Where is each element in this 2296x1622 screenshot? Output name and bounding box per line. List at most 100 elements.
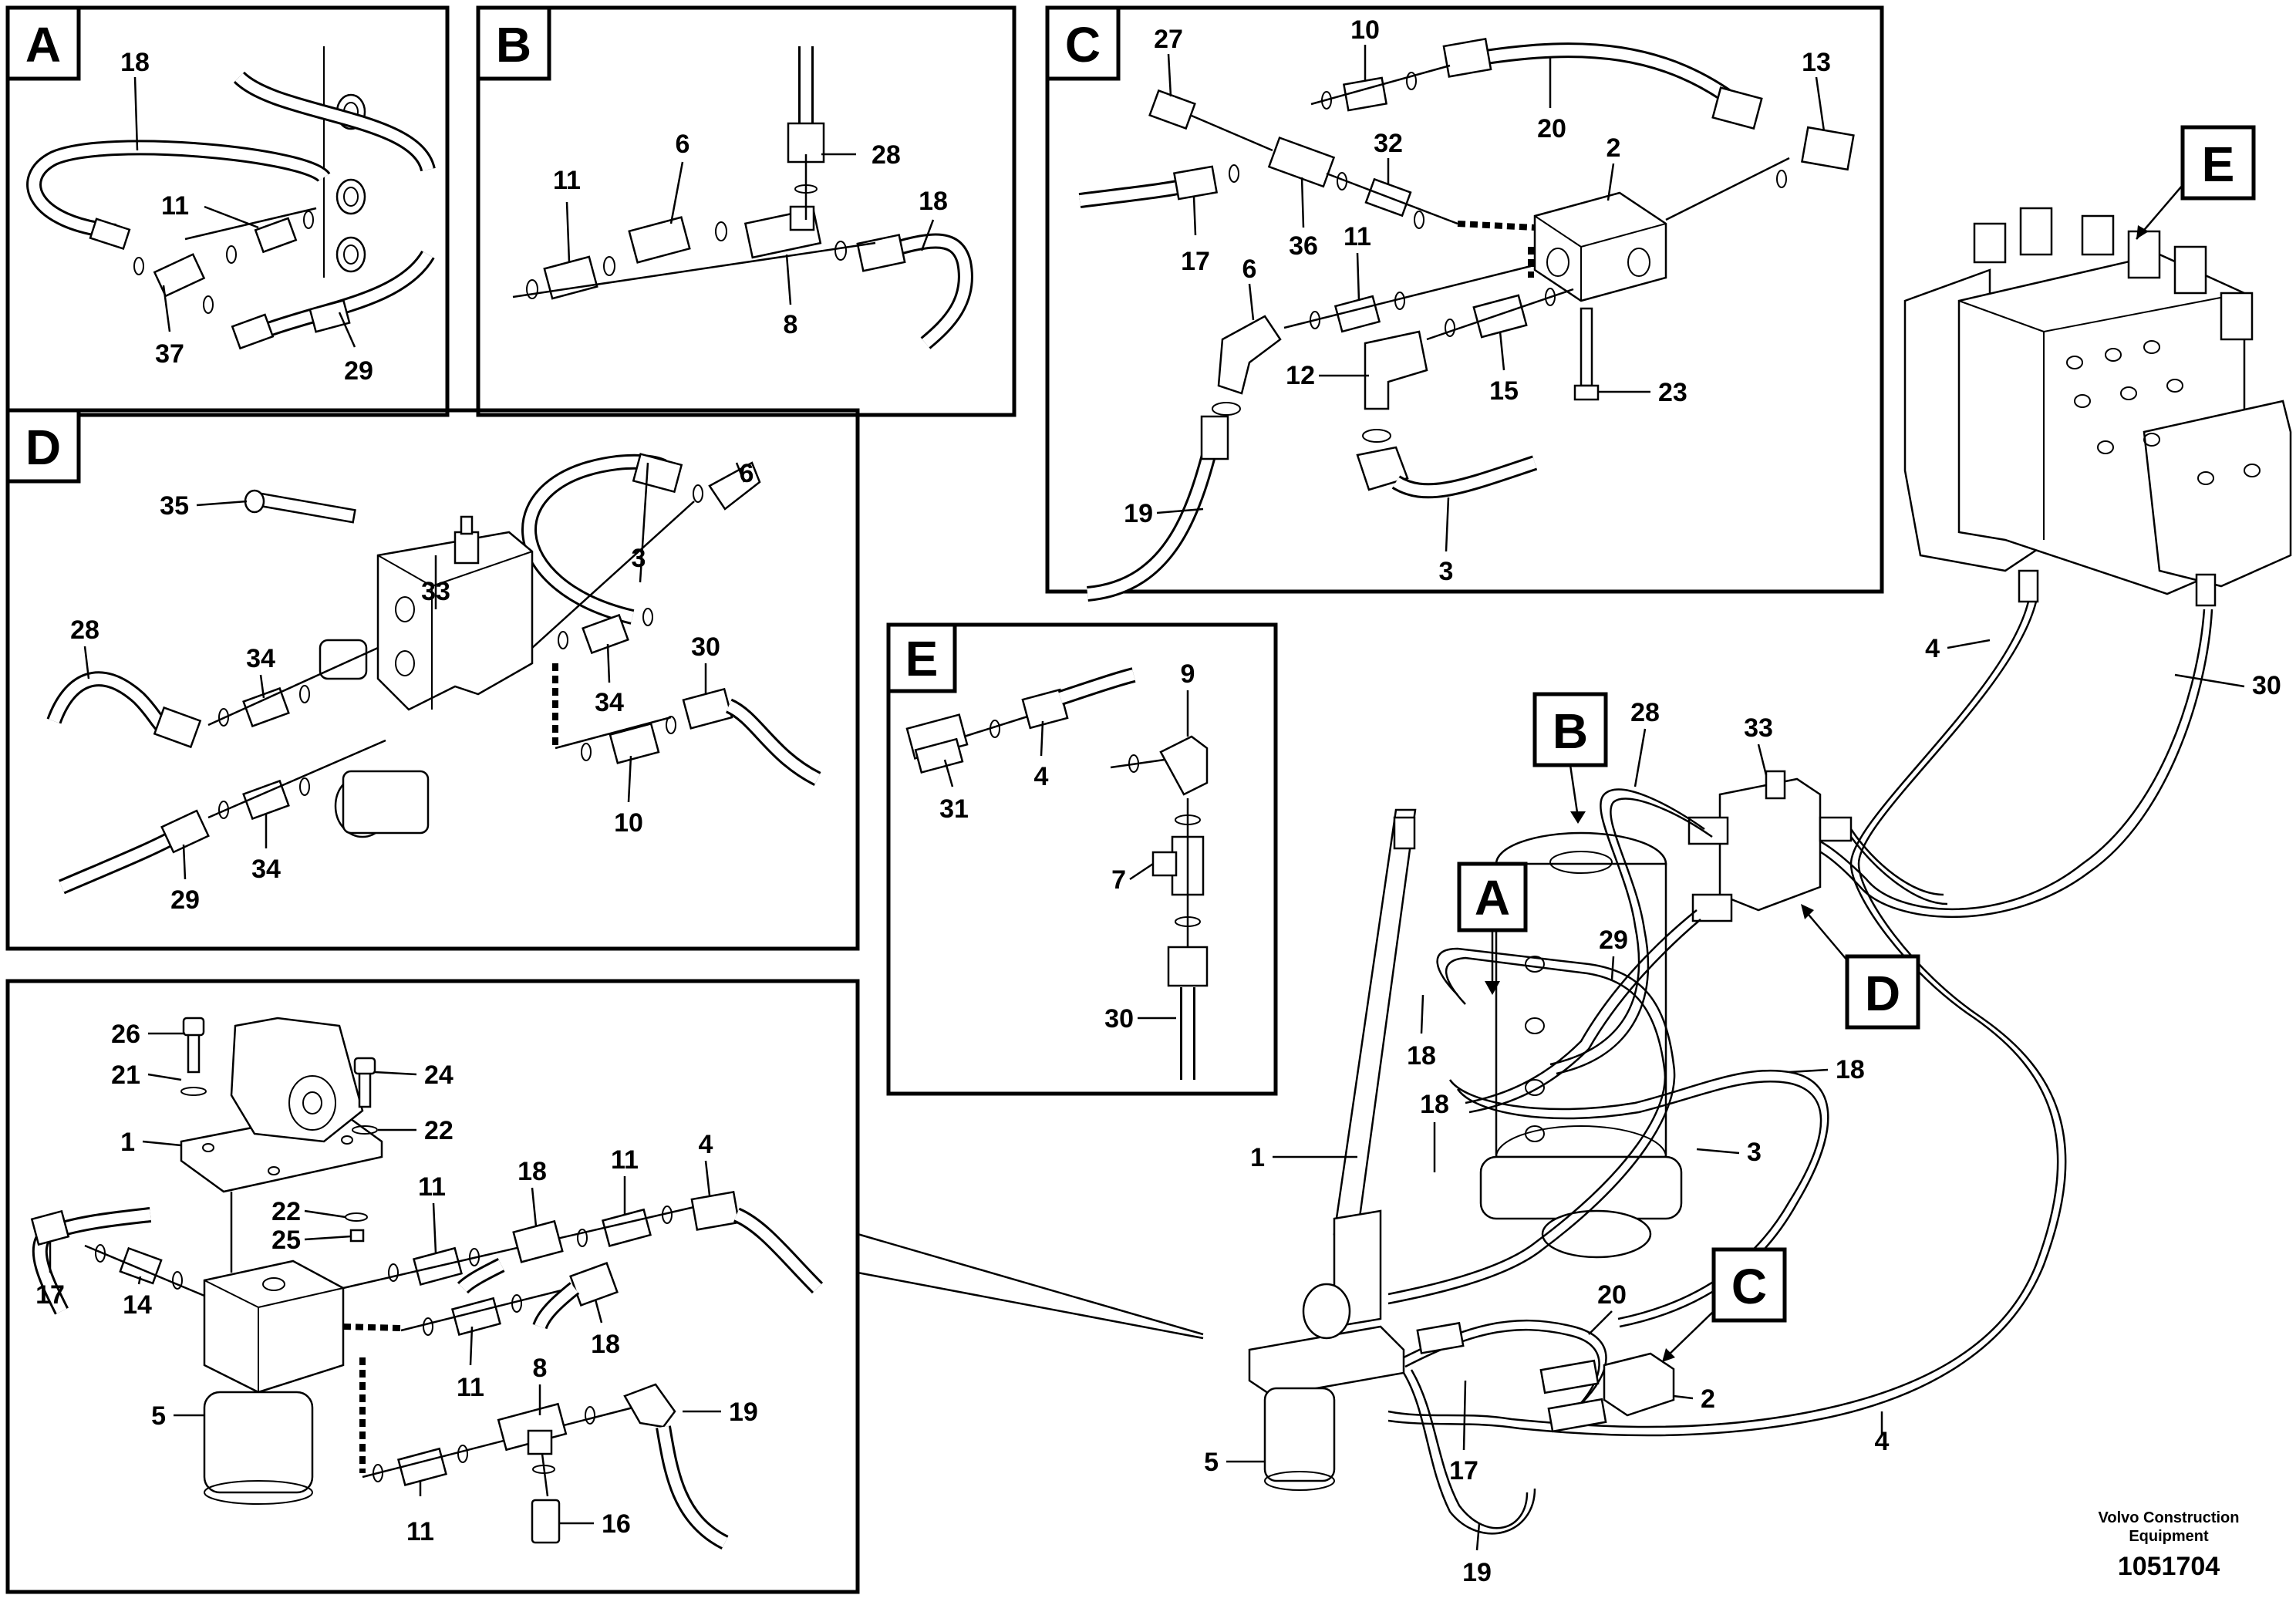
label-f-11c: 11 (457, 1373, 484, 1402)
label-b-11: 11 (553, 166, 581, 195)
label-e-7: 7 (1111, 865, 1126, 895)
document-number: 1051704 (2118, 1552, 2220, 1581)
label-c-20: 20 (1537, 114, 1566, 143)
label-c-13: 13 (1802, 48, 1831, 77)
label-d-34b: 34 (595, 688, 624, 717)
label-f-5: 5 (151, 1401, 166, 1431)
label-c-3: 3 (1439, 557, 1454, 586)
main-assembly: E B A D C 4 30 28 33 29 18 18 18 (1204, 125, 2292, 1587)
label-f-11a: 11 (418, 1172, 446, 1202)
label-e-30: 30 (1104, 1004, 1134, 1034)
label-d-29: 29 (170, 885, 200, 915)
label-f-18a: 18 (518, 1157, 547, 1186)
label-d-10: 10 (614, 808, 643, 838)
panel-c-tag-box (1045, 5, 1121, 81)
credit-line-1: Volvo Construction (2099, 1509, 2240, 1526)
callout-d: D (1865, 966, 1900, 1021)
label-f-17: 17 (35, 1280, 65, 1310)
panel-a-tag: A (25, 17, 61, 73)
main-label-1: 1 (1250, 1143, 1265, 1172)
label-a-29: 29 (344, 356, 373, 386)
callout-a: A (1475, 870, 1510, 926)
label-f-24: 24 (424, 1061, 453, 1090)
label-f-22b: 22 (271, 1197, 301, 1226)
label-d-28: 28 (70, 615, 99, 645)
label-f-18b: 18 (591, 1330, 620, 1359)
panel-e-tag: E (905, 631, 939, 686)
main-label-18c: 18 (1420, 1090, 1449, 1119)
main-label-3: 3 (1747, 1138, 1762, 1167)
label-c-11: 11 (1344, 222, 1371, 251)
panel-detail-pump: 26 21 24 1 22 22 25 11 18 11 4 17 14 11 … (5, 979, 1204, 1594)
main-label-4a: 4 (1925, 634, 1940, 663)
label-a-37: 37 (155, 339, 184, 369)
label-c-2: 2 (1607, 133, 1621, 163)
label-c-27: 27 (1154, 25, 1183, 54)
label-c-12: 12 (1286, 361, 1315, 390)
panel-b: B 28 11 6 18 8 (476, 5, 1017, 417)
callout-a-box (1457, 862, 1528, 932)
panel-a-tag-box (5, 5, 81, 81)
main-label-19: 19 (1462, 1558, 1492, 1587)
label-f-26: 26 (111, 1020, 140, 1049)
label-b-28: 28 (872, 140, 901, 170)
panel-e: E 9 31 4 7 30 (886, 622, 1278, 1096)
label-e-9: 9 (1181, 659, 1195, 689)
label-d-33: 33 (421, 577, 450, 606)
label-e-4: 4 (1034, 762, 1049, 791)
main-label-18a: 18 (1407, 1041, 1436, 1071)
callout-d-box (1845, 954, 1920, 1030)
main-label-18b: 18 (1836, 1055, 1865, 1084)
callout-b: B (1553, 703, 1588, 759)
callout-e: E (2202, 137, 2235, 192)
label-c-32: 32 (1374, 129, 1403, 158)
panel-e-tag-box (886, 622, 957, 693)
label-c-10: 10 (1350, 15, 1380, 45)
label-f-4: 4 (699, 1130, 713, 1159)
label-a-11: 11 (161, 191, 189, 221)
footer: Volvo Construction Equipment 1051704 (2099, 1509, 2240, 1581)
label-f-11d: 11 (406, 1517, 434, 1546)
panel-d-tag: D (25, 420, 61, 475)
main-label-5: 5 (1204, 1448, 1219, 1477)
label-f-16: 16 (602, 1509, 631, 1539)
main-label-29: 29 (1599, 926, 1628, 955)
label-b-8: 8 (784, 310, 798, 339)
label-c-36: 36 (1289, 231, 1318, 261)
label-d-34a: 34 (246, 644, 275, 673)
main-label-30: 30 (2252, 671, 2281, 700)
panel-d: D (5, 408, 860, 951)
main-label-33: 33 (1744, 713, 1773, 743)
label-f-19: 19 (729, 1398, 758, 1427)
label-d-30: 30 (691, 632, 720, 662)
main-label-4b: 4 (1875, 1427, 1890, 1456)
credit-line-2: Equipment (2129, 1528, 2209, 1545)
label-f-1: 1 (120, 1128, 135, 1157)
label-c-19: 19 (1124, 499, 1153, 528)
label-f-21: 21 (111, 1061, 140, 1090)
label-e-31: 31 (939, 794, 969, 824)
main-label-20: 20 (1597, 1280, 1627, 1310)
label-c-23: 23 (1658, 378, 1687, 407)
label-f-11b: 11 (611, 1145, 639, 1175)
label-c-15: 15 (1489, 376, 1519, 406)
callout-e-box (2180, 125, 2256, 201)
label-b-6: 6 (676, 130, 690, 159)
label-c-6: 6 (1242, 255, 1257, 284)
label-d-35: 35 (160, 491, 189, 521)
label-c-17: 17 (1181, 247, 1210, 276)
label-d-34c: 34 (251, 855, 281, 884)
label-f-14: 14 (123, 1290, 152, 1320)
panel-b-tag-box (476, 5, 551, 81)
label-f-22a: 22 (424, 1116, 453, 1145)
main-label-28: 28 (1630, 698, 1660, 727)
panel-c-tag: C (1065, 17, 1101, 73)
callout-c-box (1711, 1247, 1787, 1323)
label-b-18: 18 (919, 187, 948, 216)
label-d-3: 3 (632, 544, 646, 573)
label-f-8: 8 (533, 1354, 548, 1383)
panel-d-tag-box (5, 408, 81, 484)
callout-c: C (1731, 1259, 1767, 1314)
main-label-2: 2 (1701, 1384, 1715, 1414)
